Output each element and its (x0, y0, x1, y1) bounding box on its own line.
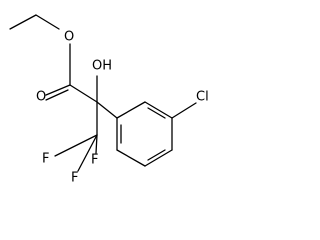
bond-carbonyl-double-2 (45, 89, 69, 101)
atom-labels: O O OH Cl F F F (36, 30, 209, 186)
bond-central-carbon-ring (96, 101, 118, 119)
bond-cf3-fluorine-top (95, 134, 98, 154)
bond-lines (9, 14, 197, 172)
carbonyl-oxygen-label: O (36, 90, 46, 105)
bond-methyl-methylene (9, 14, 37, 30)
fluorine-left-label: F (42, 152, 49, 167)
ring-bond-2 (144, 101, 173, 119)
bond-cf3-fluorine-bottom (77, 134, 98, 172)
bond-methylene-ester-oxygen (35, 14, 60, 30)
ring-double-bond-2 (147, 107, 166, 119)
ring-bond-5 (116, 149, 146, 167)
ring-bond-4 (144, 149, 173, 167)
chlorine-label: Cl (196, 90, 209, 105)
hydroxyl-label: OH (92, 59, 112, 74)
bond-cf3-fluorine-left (54, 134, 98, 157)
chemical-structure-diagram: O O OH Cl F F F (9, 14, 209, 186)
bond-ring-chlorine (171, 102, 197, 119)
ester-oxygen-label: O (64, 30, 74, 45)
fluorine-top-label: F (91, 153, 98, 168)
bond-carbonyl-double-1 (45, 84, 71, 96)
bond-carbonyl-central-carbon (69, 84, 98, 103)
ring-bond-1 (116, 101, 146, 119)
fluorine-bottom-label: F (71, 171, 78, 186)
ring-double-bond-3 (147, 149, 166, 161)
